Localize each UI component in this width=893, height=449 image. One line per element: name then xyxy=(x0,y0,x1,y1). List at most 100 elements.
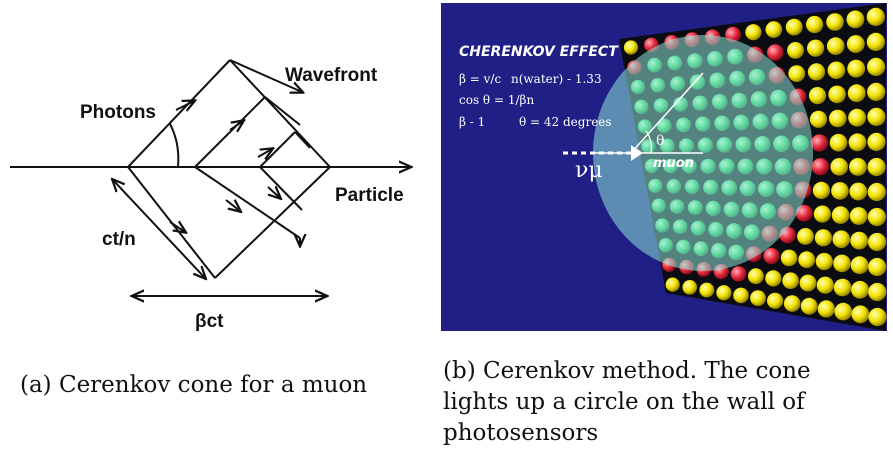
photosensor-off xyxy=(847,84,866,103)
nu-mu-label: νμ xyxy=(575,158,603,183)
photosensor-off xyxy=(868,257,887,277)
photosensor-off xyxy=(833,278,852,297)
photosensor-off xyxy=(733,287,749,304)
cerenkov-cone-diagram: Wavefront Photons Particle ct/n βct xyxy=(10,59,440,332)
photosensor-off xyxy=(787,42,804,59)
caption-a: (a) Cerenkov cone for a muon xyxy=(20,372,368,398)
photosensor-off xyxy=(767,292,784,309)
photosensor-off xyxy=(816,276,834,294)
photosensor-off xyxy=(807,39,825,57)
photosensor-off xyxy=(847,59,866,78)
photon-arrow-small xyxy=(257,149,272,157)
photosensor-off xyxy=(829,133,848,152)
photosensor-off xyxy=(745,24,762,41)
photosensor-off xyxy=(699,282,715,298)
beta-def: β = v/c xyxy=(459,72,501,86)
cone-angle-arc xyxy=(169,123,180,168)
photosensor-off xyxy=(849,207,868,225)
photosensor-off xyxy=(807,63,826,81)
photosensor-off xyxy=(867,132,886,151)
photosensor-off xyxy=(866,32,885,51)
photosensor-off xyxy=(850,231,869,250)
photosensor-off xyxy=(828,85,846,104)
photosensor-off xyxy=(867,57,886,76)
wavefront-third-lower xyxy=(259,166,303,211)
cone-upper-line xyxy=(127,59,231,168)
bct-label: βct xyxy=(195,311,224,332)
photosensor-off xyxy=(832,230,851,248)
photosensor-off xyxy=(867,157,886,177)
photosensor-off xyxy=(829,109,847,128)
photosensor-off xyxy=(815,252,833,271)
photosensor-off xyxy=(682,280,698,295)
photosensor-off xyxy=(800,297,818,315)
photosensor-ring xyxy=(795,204,813,222)
photosensor-off xyxy=(851,305,870,324)
wavefront-third-upper xyxy=(259,131,296,168)
photon-arrow-small xyxy=(225,200,240,211)
photosensor-off xyxy=(783,295,801,312)
theta-symbol: θ xyxy=(656,133,664,149)
photosensor-off xyxy=(846,10,865,29)
photosensor-off xyxy=(765,21,783,38)
muon-track xyxy=(630,72,704,154)
photons-label: Photons xyxy=(80,102,156,123)
photon-arrow xyxy=(294,131,311,149)
photosensor-off xyxy=(799,274,817,292)
photosensor-off xyxy=(826,13,844,31)
photosensor-off xyxy=(814,229,832,247)
photosensor-off xyxy=(623,40,639,55)
photosensor-off xyxy=(827,61,846,80)
theta-arc xyxy=(645,130,653,154)
photosensor-off xyxy=(809,110,828,128)
neutrino-arrowhead xyxy=(631,145,643,161)
photosensor-off xyxy=(806,15,824,34)
photosensor-off xyxy=(833,254,851,273)
beta-value: β - 1 xyxy=(459,115,485,129)
photosensor-off xyxy=(748,268,764,285)
photosensor-ring xyxy=(730,266,747,282)
photosensor-off xyxy=(868,282,887,302)
photosensor-off xyxy=(716,285,732,301)
wavefront-label: Wavefront xyxy=(285,65,378,86)
photosensor-off xyxy=(812,181,830,199)
photosensor-off xyxy=(866,7,885,26)
muon-label: muon xyxy=(653,156,694,171)
n-water: n(water) - 1.33 xyxy=(511,72,602,86)
photosensor-off xyxy=(867,82,886,101)
theta-value: θ = 42 degrees xyxy=(519,115,612,129)
photosensor-off xyxy=(780,249,798,267)
photosensor-ring xyxy=(810,134,829,152)
photosensor-off xyxy=(813,205,831,223)
photosensor-off xyxy=(848,108,866,127)
photosensor-ring xyxy=(767,44,784,61)
wavefront-front-lower xyxy=(214,166,331,279)
photosensor-off xyxy=(867,207,886,227)
photosensor-off xyxy=(808,87,827,105)
photosensor-off xyxy=(785,18,803,36)
photon-arrow xyxy=(229,59,302,92)
photosensor-off xyxy=(782,272,799,290)
photosensor-off xyxy=(798,251,816,269)
photon-arrow-small xyxy=(267,187,280,198)
photosensor-off xyxy=(851,280,869,299)
caption-b: (b) Cerenkov method. The cone lights up … xyxy=(443,358,811,446)
wavefront-inner-upper xyxy=(194,96,266,168)
photosensor-off xyxy=(868,232,887,252)
photosensor-off xyxy=(665,277,680,292)
photosensor-off xyxy=(765,270,782,287)
photosensor-off xyxy=(849,182,868,201)
cherenkov-method-illustration: CHERENKOV EFFECT β = v/c n(water) - 1.33… xyxy=(441,3,887,331)
photon-arrow-small xyxy=(175,101,194,110)
photosensor-off xyxy=(867,107,886,126)
photosensor-off xyxy=(797,228,814,245)
photosensor-off xyxy=(867,182,886,202)
photosensor-ring xyxy=(811,158,829,176)
photosensor-off xyxy=(849,158,867,176)
photosensor-off xyxy=(834,302,853,321)
photosensor-off xyxy=(817,300,835,318)
photosensor-off xyxy=(826,37,845,55)
photosensor-ring xyxy=(763,247,780,265)
ctn-dimension-arrow xyxy=(113,180,205,278)
photon-arrow xyxy=(264,96,301,126)
